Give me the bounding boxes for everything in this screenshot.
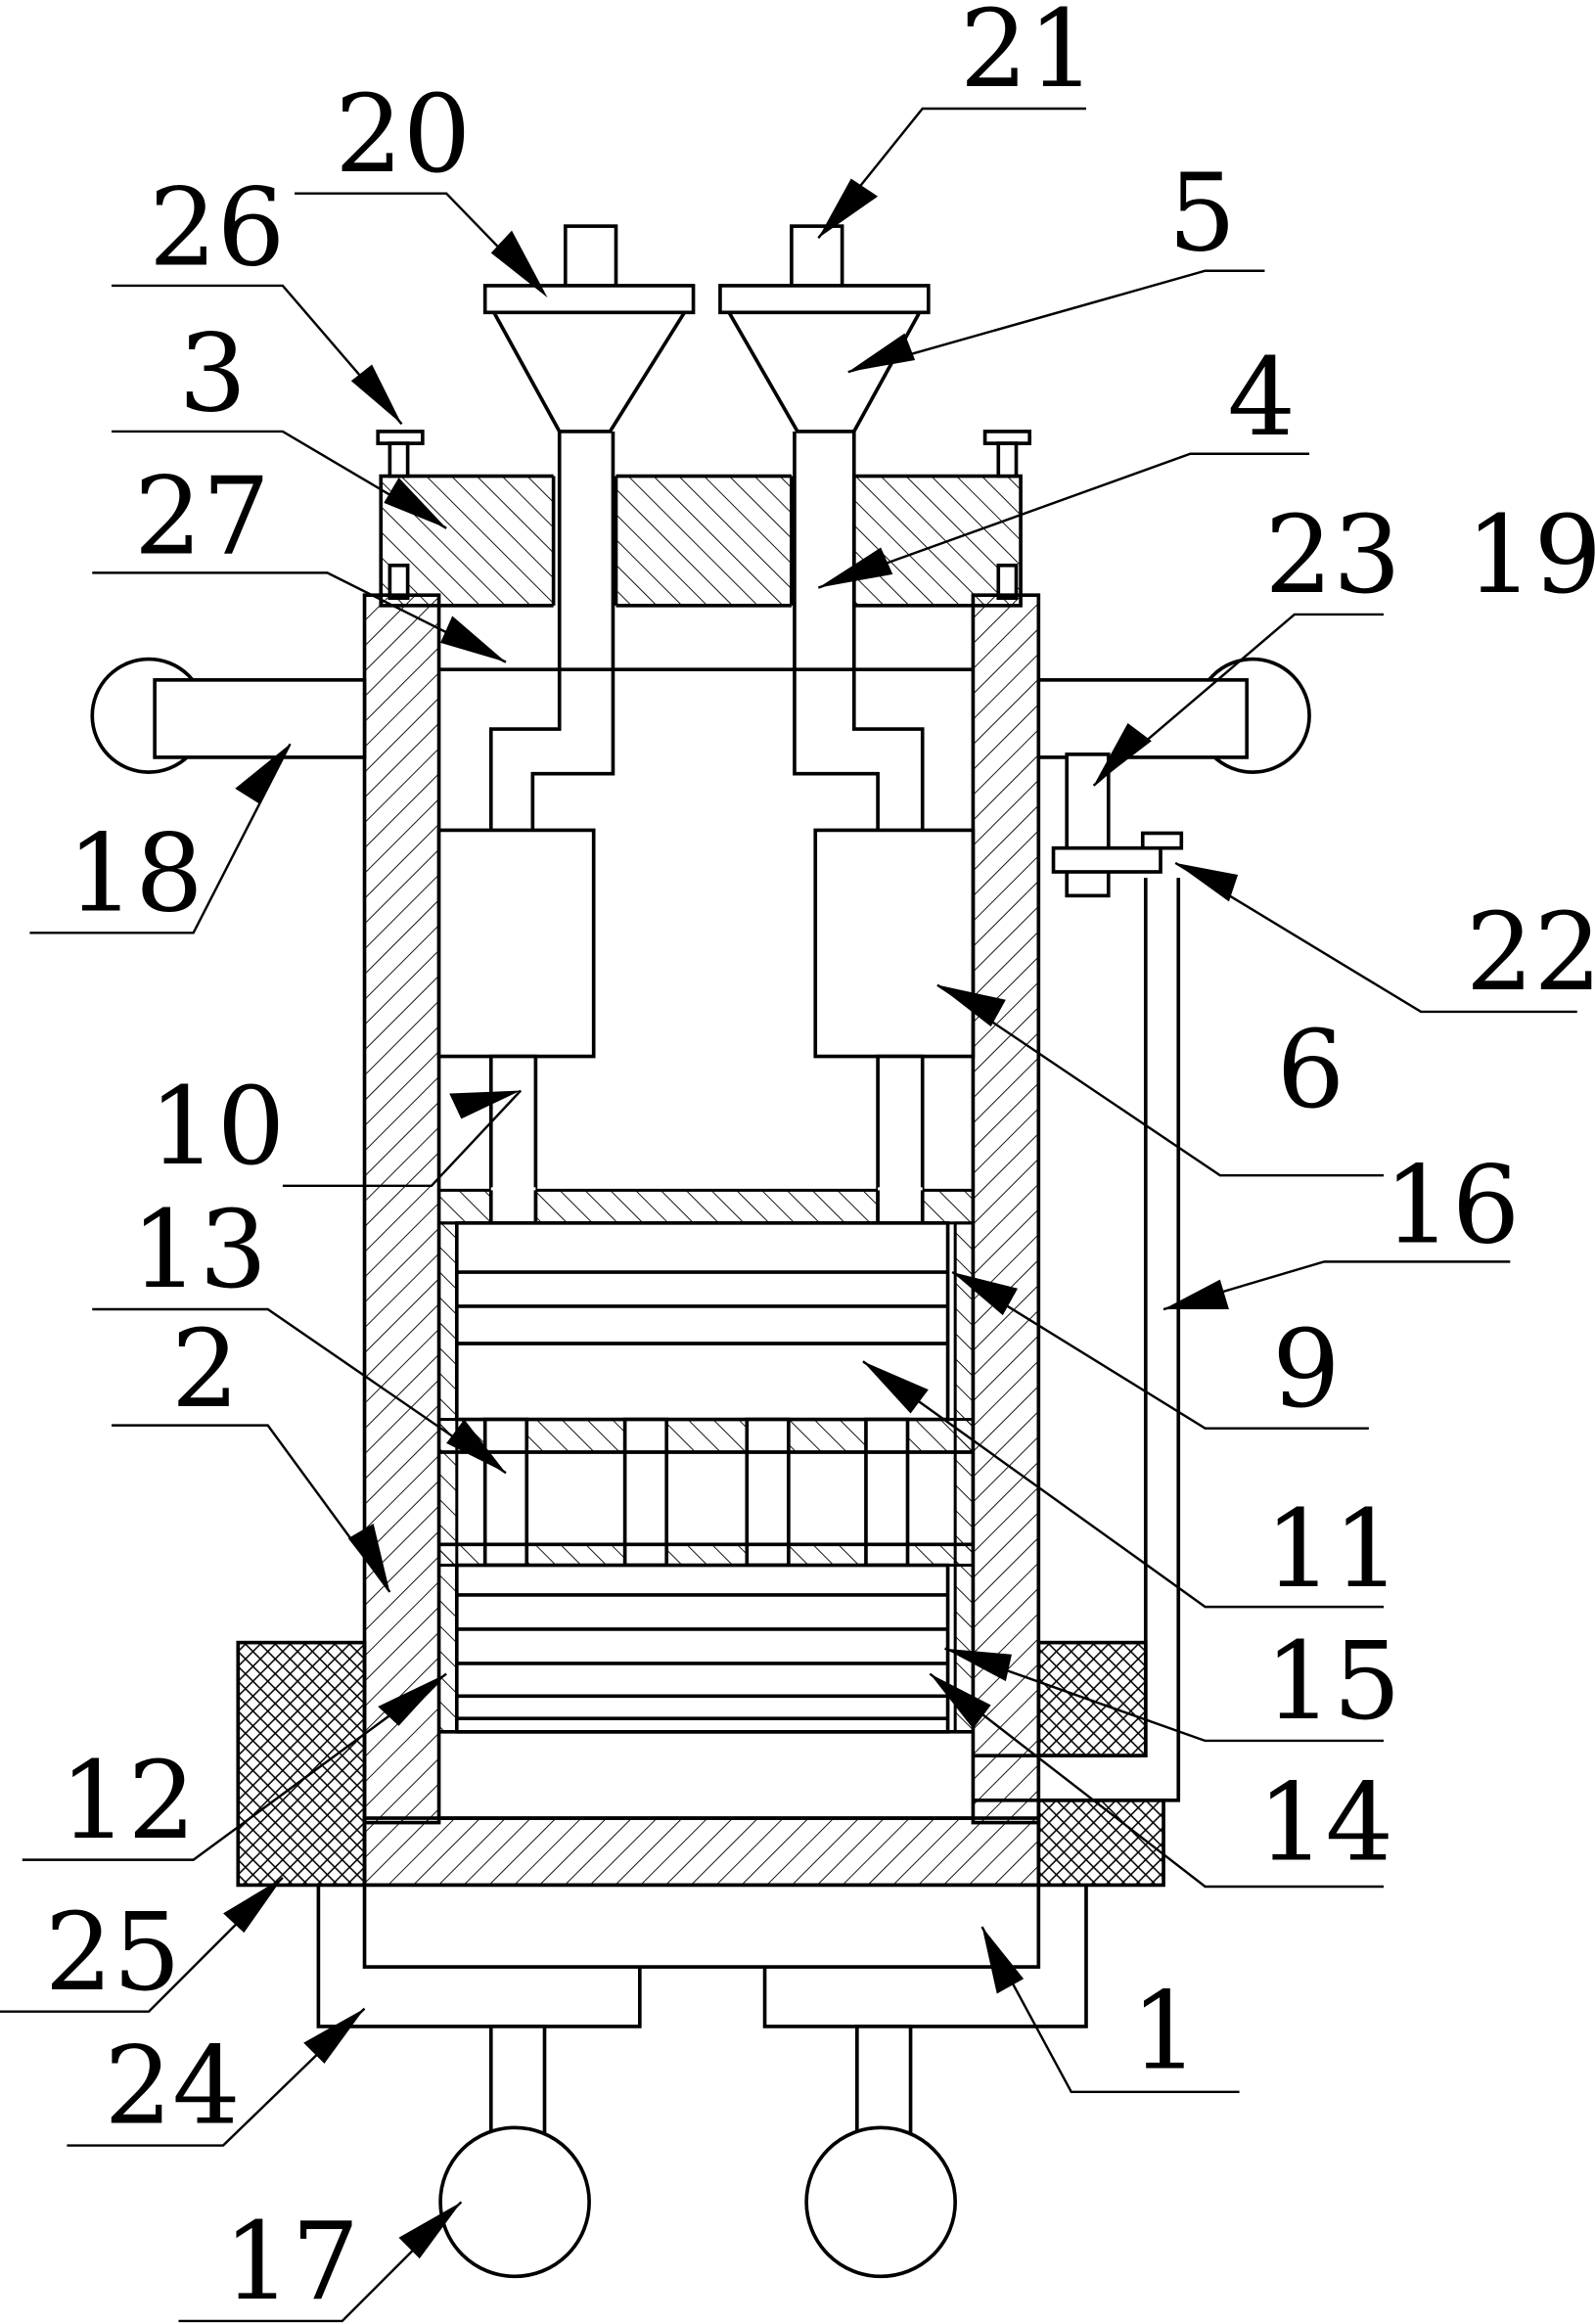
outer-wall-left (362, 593, 441, 1825)
funnel-right (718, 224, 931, 433)
motor-left (436, 828, 596, 1059)
lower-grinding-block (454, 1563, 950, 1734)
label-15: 15 (1264, 1618, 1400, 1744)
upper-grinding-block (454, 1221, 950, 1422)
handle-right (1036, 657, 1311, 774)
arrowheads (223, 178, 1239, 2259)
label-6: 6 (1277, 1007, 1345, 1132)
collar-left (236, 1640, 367, 1888)
collar-right-lower (1036, 1798, 1165, 1888)
handle-left (90, 657, 367, 774)
base (362, 1883, 1041, 1969)
wheel-right (804, 2125, 957, 2279)
outer-wall-bottom (362, 1816, 1041, 1888)
label-9: 9 (1272, 1306, 1341, 1432)
label-17: 17 (223, 2199, 359, 2324)
outer-wall-right (971, 593, 1041, 1825)
label-13: 13 (131, 1187, 267, 1312)
reference-numerals: 21 20 5 26 3 4 27 23 19 18 22 6 10 16 13… (45, 0, 1595, 2324)
label-2: 2 (171, 1306, 240, 1432)
label-16: 16 (1384, 1143, 1520, 1268)
collar-right-upper (1036, 1640, 1148, 1757)
label-11: 11 (1264, 1486, 1400, 1612)
funnel-left (482, 224, 696, 433)
label-12: 12 (60, 1738, 196, 1863)
foot-bracket-left (316, 1885, 642, 2028)
label-22: 22 (1466, 889, 1595, 1015)
label-19: 19 (1466, 492, 1595, 617)
label-18: 18 (67, 811, 203, 936)
label-21: 21 (960, 0, 1096, 112)
label-20: 20 (335, 71, 471, 197)
wheel-left (438, 2125, 591, 2279)
label-25: 25 (45, 1890, 181, 2015)
label-5: 5 (1168, 150, 1237, 275)
label-24: 24 (104, 2024, 240, 2149)
motor-right (813, 828, 976, 1059)
label-4: 4 (1227, 335, 1296, 460)
foot-bracket-right (762, 1885, 1088, 2028)
label-23: 23 (1264, 492, 1400, 617)
label-1: 1 (1131, 1968, 1200, 2093)
label-10: 10 (149, 1064, 285, 1189)
label-3: 3 (178, 311, 247, 436)
label-14: 14 (1257, 1760, 1393, 1886)
label-26: 26 (149, 165, 285, 291)
label-27: 27 (134, 454, 270, 579)
support-posts (482, 1417, 910, 1568)
lid (379, 474, 1023, 608)
